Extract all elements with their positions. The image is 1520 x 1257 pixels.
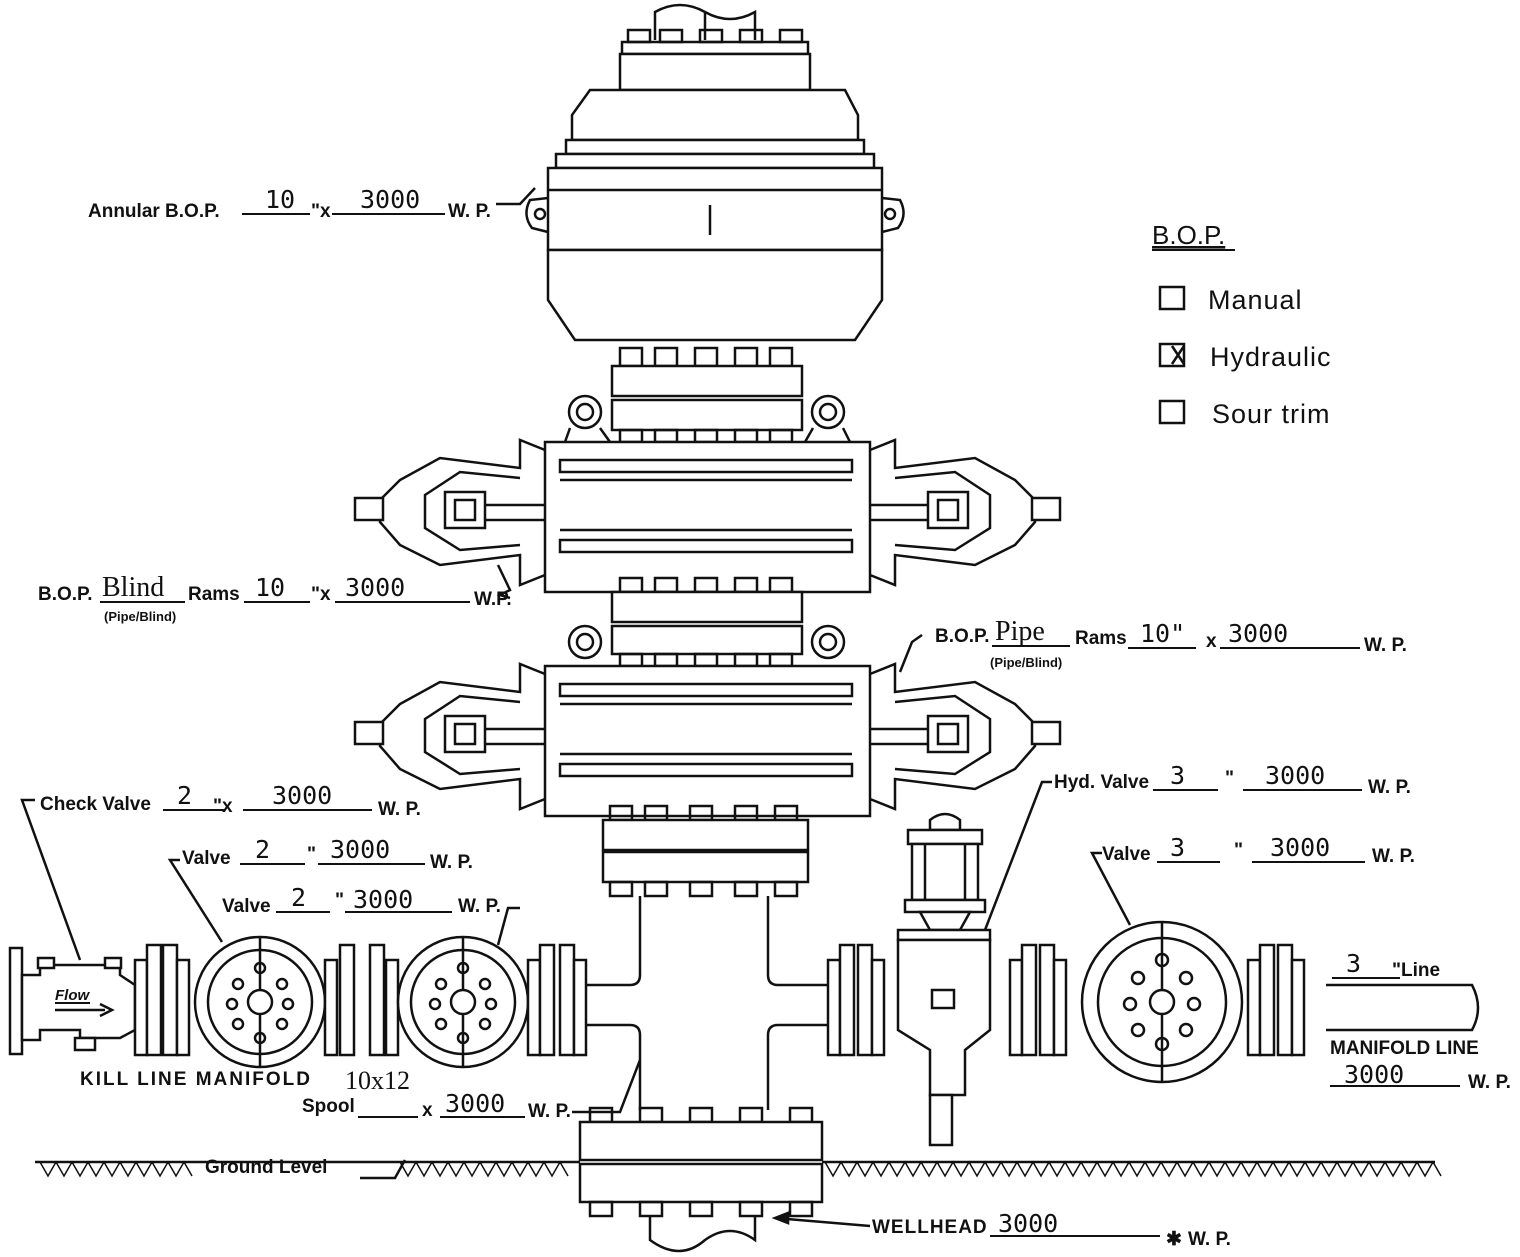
valve-1-q: " — [307, 844, 316, 865]
kill-line-flange-2 — [323, 943, 400, 1057]
legend-title: B.O.P. — [1152, 220, 1225, 250]
pipe-rams-pressure: 3000 — [1228, 619, 1288, 648]
pipe-ram-bop — [353, 624, 1062, 818]
checkmark-x-icon — [1170, 345, 1186, 365]
drilling-spool-cross — [585, 896, 828, 1110]
valve-3-q: " — [1234, 840, 1243, 861]
legend: B.O.P. Manual Hydraulic Sour trim — [1152, 220, 1332, 429]
valve-1-prefix: Valve — [182, 848, 231, 869]
flow-label: Flow — [55, 987, 90, 1004]
annular-bop-body — [525, 88, 905, 342]
pipe-rams-note: (Pipe/Blind) — [990, 655, 1062, 670]
blind-rams-note: (Pipe/Blind) — [104, 609, 176, 624]
blind-rams-pressure: 3000 — [345, 573, 405, 602]
manifold-line-suffix: W. P. — [1468, 1072, 1511, 1093]
manual-checkbox[interactable] — [1158, 285, 1186, 311]
check-valve-pressure: 3000 — [272, 781, 332, 810]
top-pipe — [653, 3, 757, 40]
spool-suffix: W. P. — [528, 1101, 571, 1122]
blind-rams-suffix: W.P. — [474, 589, 512, 610]
annular-suffix: W. P. — [448, 201, 491, 222]
annular-size: 10 — [265, 185, 295, 214]
spool-size: 10x12 — [345, 1066, 410, 1095]
hydraulic-valve — [896, 812, 992, 1147]
valve-2-pressure: 3000 — [353, 885, 413, 914]
manifold-line-pipe — [1326, 983, 1480, 1032]
blind-rams-prefix: B.O.P. — [38, 584, 93, 605]
check-valve-suffix: W. P. — [378, 799, 421, 820]
manifold-line-title: MANIFOLD LINE — [1330, 1038, 1479, 1059]
manifold-line-pressure: 3000 — [1344, 1060, 1404, 1089]
kill-line-valve-2 — [396, 935, 530, 1069]
check-valve-size: 2 — [177, 781, 192, 810]
kill-line-flange-3 — [526, 943, 588, 1057]
valve-1-size: 2 — [255, 835, 270, 864]
pipe-rams-x: x — [1206, 631, 1217, 652]
pipe-rams-size: 10" — [1140, 619, 1185, 648]
wellhead-flange — [578, 1106, 824, 1253]
blind-rams-size: 10 — [255, 573, 285, 602]
kill-line-flange-1 — [133, 943, 191, 1057]
valve-1-pressure: 3000 — [330, 835, 390, 864]
check-valve-prefix: Check Valve — [40, 794, 151, 815]
pipe-rams-rams: Rams — [1075, 628, 1127, 649]
blind-ram-bop — [353, 394, 1062, 594]
valve-2-prefix: Valve — [222, 896, 271, 917]
annular-prefix: Annular B.O.P. — [88, 201, 220, 222]
wellhead-pressure: 3000 — [998, 1209, 1058, 1238]
wellhead-asterisk-icon: ✱ — [1166, 1229, 1182, 1250]
ground-label: Ground Level — [205, 1157, 327, 1178]
legend-item-manual: Manual — [1208, 285, 1303, 315]
flange-stack-1 — [610, 346, 804, 444]
valve-3-prefix: Valve — [1102, 844, 1151, 865]
line-size: 3 — [1346, 949, 1361, 978]
hyd-valve-prefix: Hyd. Valve — [1054, 772, 1149, 793]
spool-prefix: Spool — [302, 1096, 355, 1117]
flange-stack-2 — [610, 576, 804, 668]
valve-3-suffix: W. P. — [1372, 846, 1415, 867]
blind-rams-type: Blind — [102, 572, 164, 603]
hydraulic-checkbox[interactable] — [1158, 342, 1186, 368]
kill-line-valve-1 — [193, 935, 327, 1069]
line-suffix: "Line — [1392, 960, 1440, 981]
blind-rams-rams: Rams — [188, 584, 240, 605]
legend-item-sour-trim: Sour trim — [1212, 399, 1331, 429]
hyd-valve-pressure: 3000 — [1265, 761, 1325, 790]
spool-x: x — [422, 1100, 433, 1121]
pipe-rams-prefix: B.O.P. — [935, 626, 990, 647]
valve-2-suffix: W. P. — [458, 896, 501, 917]
spool-flange — [601, 804, 810, 898]
blind-rams-x: "x — [311, 584, 331, 605]
pipe-rams-suffix: W. P. — [1364, 635, 1407, 656]
valve-3-pressure: 3000 — [1270, 833, 1330, 862]
legend-item-hydraulic: Hydraulic — [1210, 342, 1332, 372]
choke-line-flange-1 — [826, 943, 886, 1057]
annular-x: "x — [311, 201, 331, 222]
pipe-rams-type: Pipe — [995, 616, 1045, 647]
valve-3-size: 3 — [1170, 833, 1185, 862]
sour-trim-checkbox[interactable] — [1158, 399, 1186, 425]
valve-2-size: 2 — [291, 883, 306, 912]
choke-line-flange-2 — [1008, 943, 1068, 1057]
valve-1-suffix: W. P. — [430, 852, 473, 873]
choke-line-flange-3 — [1246, 943, 1306, 1057]
hyd-valve-q: " — [1225, 768, 1234, 789]
spool-pressure: 3000 — [445, 1089, 505, 1118]
wellhead-suffix: W. P. — [1188, 1229, 1231, 1250]
valve-2-q: " — [335, 890, 344, 911]
choke-line-valve — [1080, 920, 1244, 1084]
ground-line — [35, 1160, 1442, 1178]
kill-line-label: KILL LINE MANIFOLD — [80, 1069, 312, 1090]
wellhead-prefix: WELLHEAD — [872, 1217, 988, 1238]
hyd-valve-size: 3 — [1170, 761, 1185, 790]
annular-top-flange — [618, 28, 812, 92]
annular-pressure: 3000 — [360, 185, 420, 214]
check-valve-x: "x — [213, 796, 233, 817]
leader-lines — [20, 187, 1132, 1228]
hyd-valve-suffix: W. P. — [1368, 777, 1411, 798]
